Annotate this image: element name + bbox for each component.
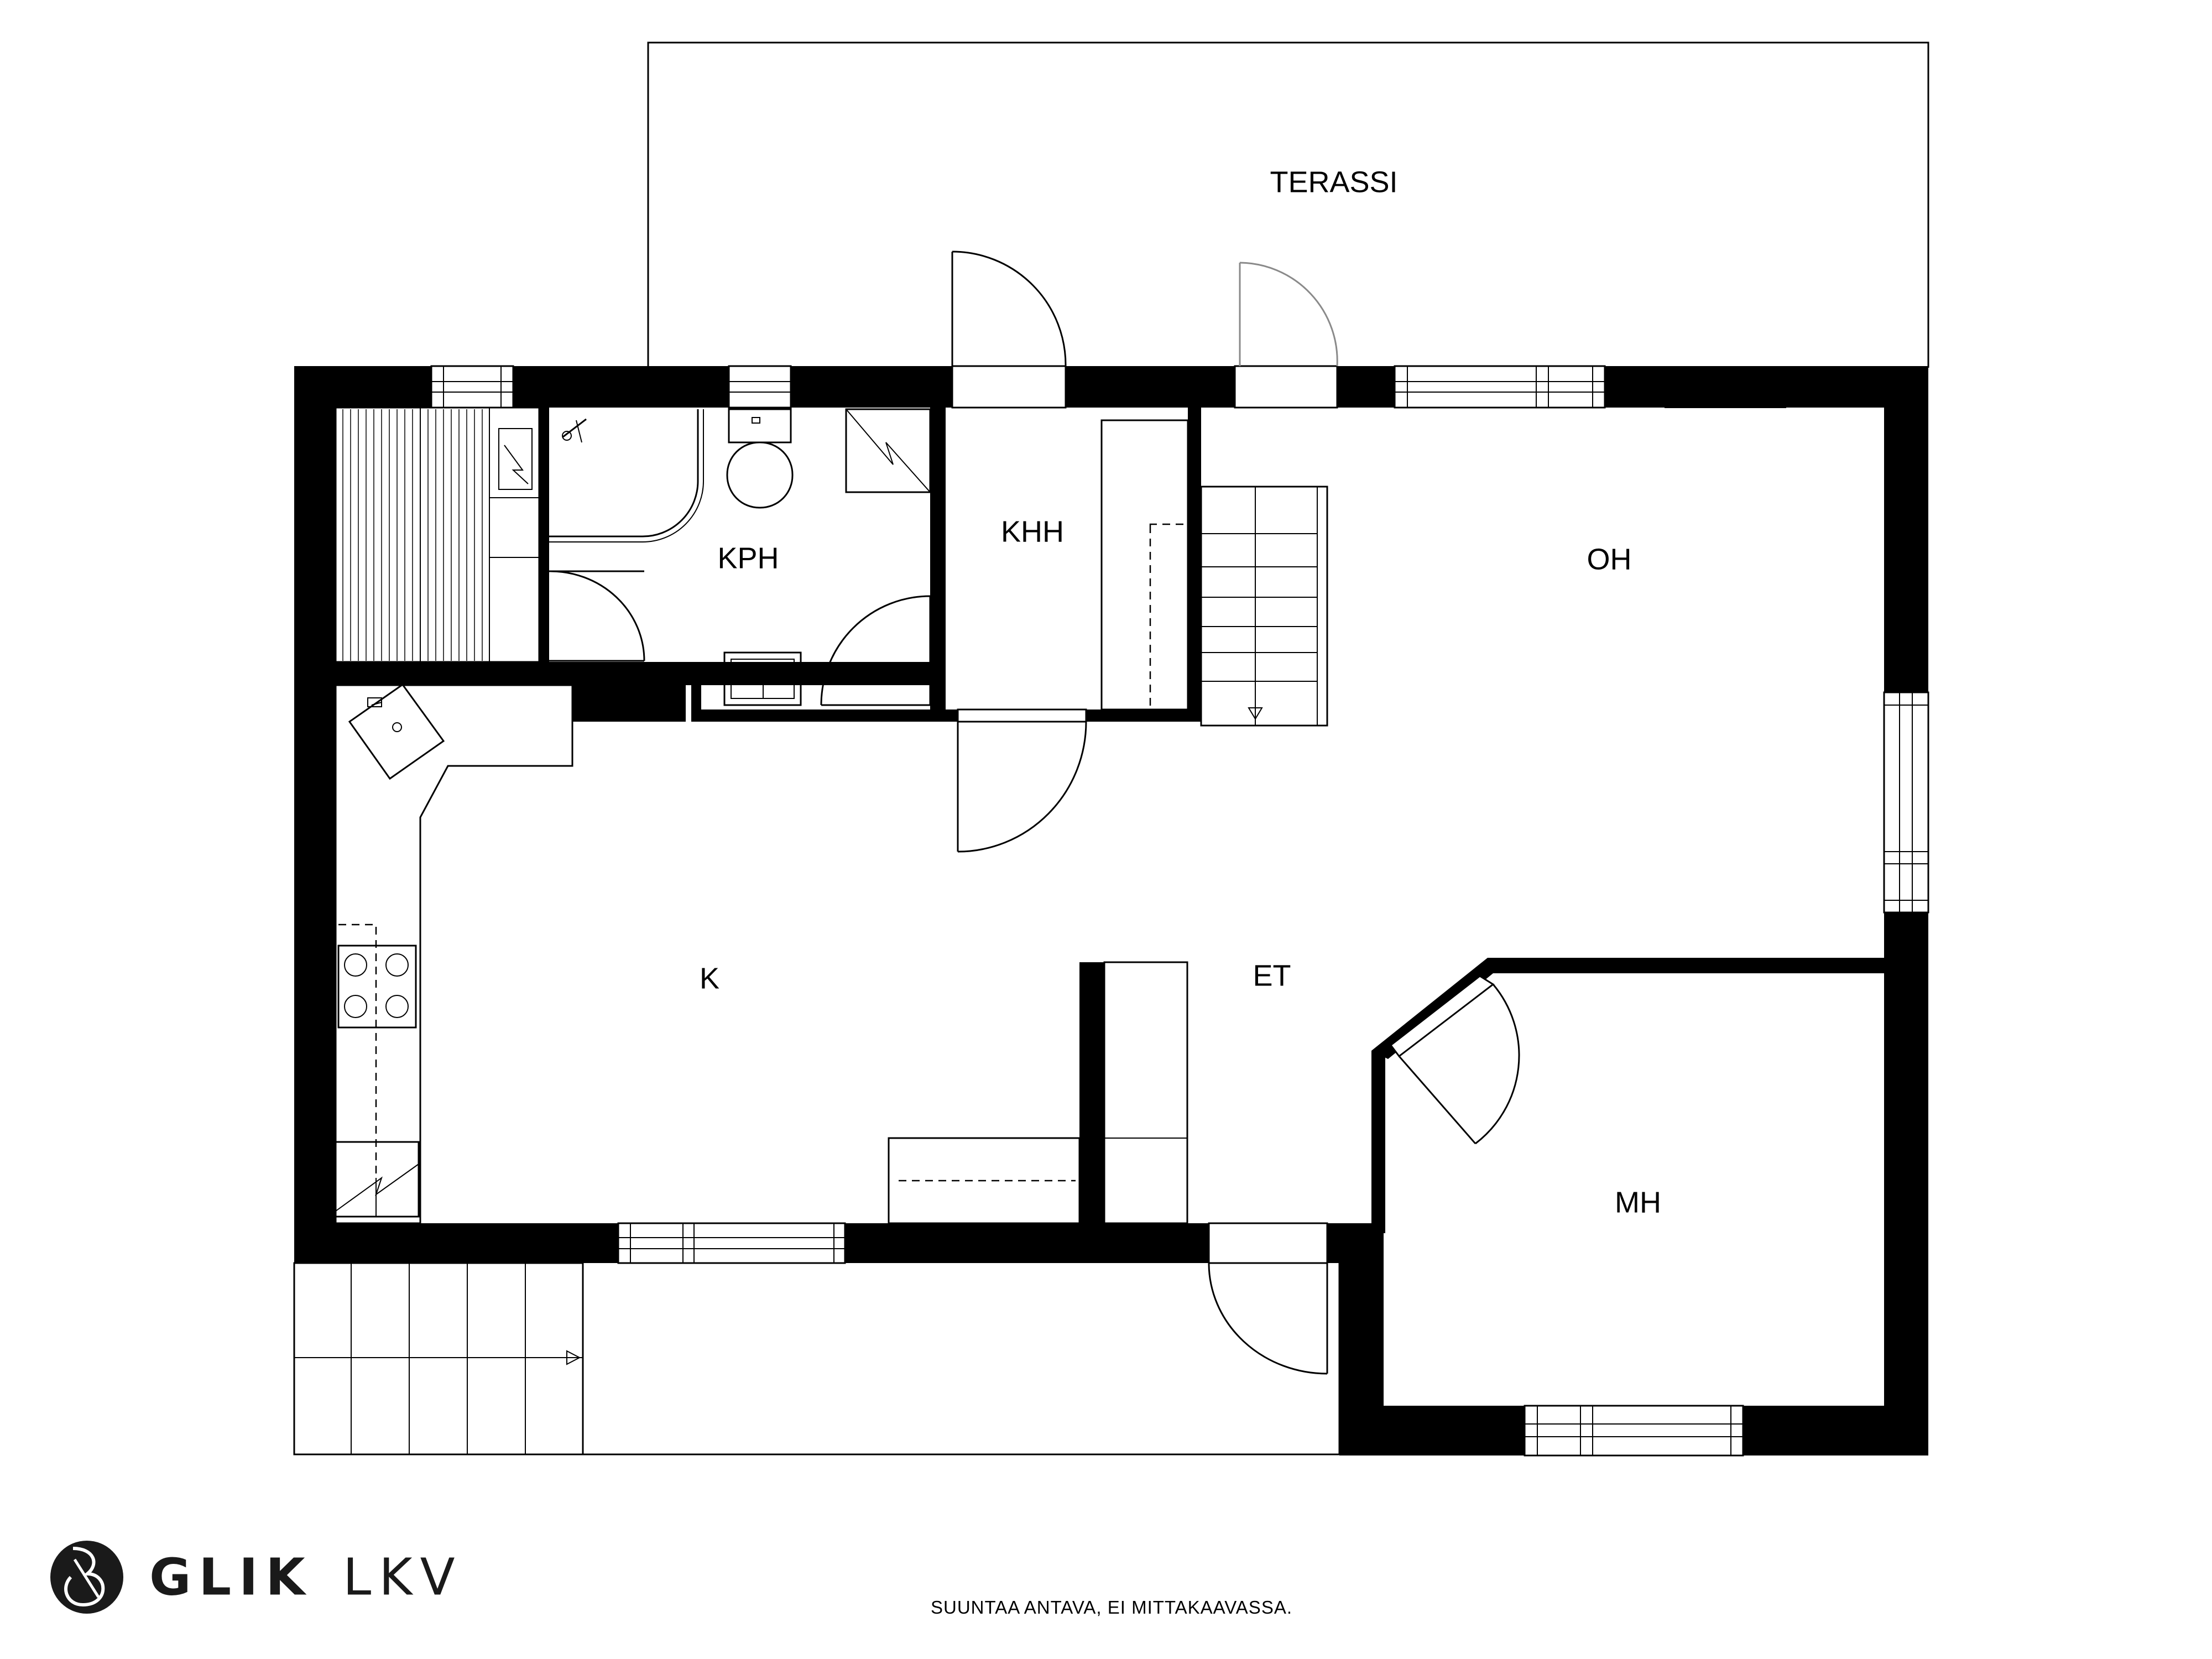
windows bbox=[430, 365, 1929, 1457]
hall-wardrobe bbox=[1103, 961, 1188, 1224]
indoor-stairs bbox=[1200, 486, 1328, 727]
room-label-kitchen: K bbox=[700, 962, 719, 995]
room-label-terrace: TERASSI bbox=[1270, 165, 1397, 199]
room-label-living: OH bbox=[1587, 542, 1632, 576]
room-label-utility: KHH bbox=[1001, 515, 1064, 548]
sauna-slats bbox=[342, 409, 483, 661]
bathroom-fixtures bbox=[549, 408, 931, 706]
outdoor-steps bbox=[293, 1262, 1340, 1455]
room-label-bathroom: KPH bbox=[717, 541, 779, 575]
room-labels: TERASSI KPH KHH OH K ET MH bbox=[700, 165, 1661, 1219]
room-label-hall: ET bbox=[1253, 959, 1291, 992]
interior-walls bbox=[336, 408, 1928, 1233]
kitchen-counter bbox=[335, 683, 1081, 1224]
brand-name-light: LKV bbox=[343, 1547, 463, 1606]
doors bbox=[549, 251, 1520, 1375]
room-label-bedroom: MH bbox=[1615, 1186, 1661, 1219]
glik-logo-icon bbox=[50, 1541, 123, 1614]
footer: GLIK LKV SUUNTAA ANTAVA, EI MITTAKAAVASS… bbox=[50, 1541, 1292, 1618]
terrace bbox=[647, 41, 1929, 368]
utility-cabinets bbox=[1100, 419, 1189, 711]
disclaimer-text: SUUNTAA ANTAVA, EI MITTAKAAVASSA. bbox=[931, 1597, 1292, 1618]
brand-name-bold: GLIK bbox=[149, 1547, 313, 1606]
